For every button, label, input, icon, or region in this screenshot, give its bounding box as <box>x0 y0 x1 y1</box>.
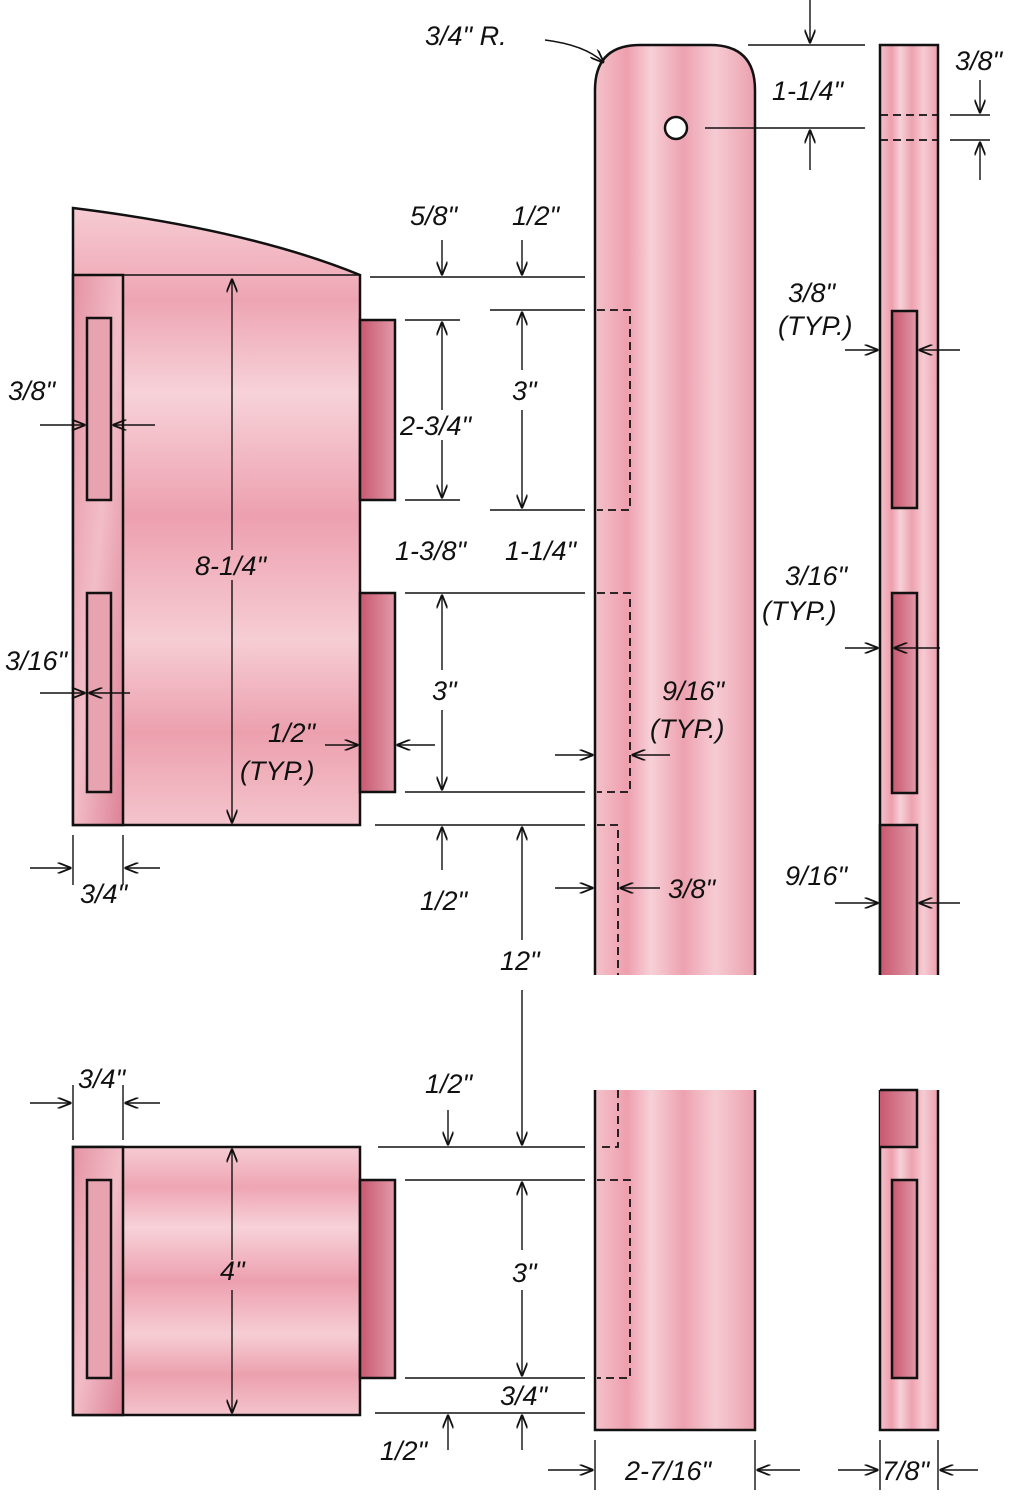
label-top-radius: 3/4" R. <box>425 21 507 51</box>
lower-tenon <box>358 1178 397 1380</box>
label-haunch-gap: 1/2" <box>420 886 469 916</box>
label-typ-3: (TYP.) <box>240 756 315 786</box>
label-mortise-depth: 9/16" <box>662 676 726 706</box>
edge-mortises <box>890 309 919 1380</box>
label-gap-b: 1-1/4" <box>505 536 578 566</box>
label-typ-4: (TYP.) <box>650 714 725 744</box>
lower-rail-mortise <box>85 1178 113 1380</box>
label-typ-1: (TYP.) <box>778 311 853 341</box>
label-bottom-gap: 1/2" <box>380 1436 429 1466</box>
upper-rail <box>71 206 397 827</box>
label-bottom-offset: 3/4" <box>500 1381 549 1411</box>
dimension-lines <box>30 0 990 1490</box>
label-edge-offset: 3/16" <box>785 561 849 591</box>
label-typ-2: (TYP.) <box>762 596 837 626</box>
lower-rail <box>71 1145 397 1417</box>
label-lower-rail-width: 4" <box>220 1256 246 1286</box>
upper-rail-mortise-1 <box>85 316 113 502</box>
edge-haunch-mortises <box>878 823 919 1149</box>
label-edge-haunch: 9/16" <box>785 861 849 891</box>
label-upper-tenon-len: 2-3/4" <box>399 411 473 441</box>
label-tenon-len: 1/2" <box>268 718 317 748</box>
label-gap-a: 1-3/8" <box>395 536 468 566</box>
label-lower-mortise-len: 3" <box>512 1258 538 1288</box>
hole-hidden-lines <box>880 114 938 141</box>
label-hole-from-top: 1-1/4" <box>772 76 845 106</box>
label-left-offset: 3/16" <box>5 646 69 676</box>
label-rail-thickness-top: 3/4" <box>80 879 129 909</box>
label-top-offset-a: 5/8" <box>410 201 459 231</box>
middle-tenon <box>358 591 397 794</box>
extension-lines <box>72 44 990 1490</box>
dimension-labels: 3/4" R. 1-1/4" 3/8" 5/8" 1/2" 3" 2-3/4" 3/8" 8-1… <box>5 21 1004 1486</box>
label-haunch-depth: 3/8" <box>668 874 717 904</box>
hole <box>663 115 689 141</box>
label-spacing: 12" <box>500 946 541 976</box>
hidden-mortise-outlines <box>597 309 631 1379</box>
stile-face <box>593 43 757 1432</box>
label-stile-width: 2-7/16" <box>624 1456 713 1486</box>
label-top-offset-b: 1/2" <box>512 201 561 231</box>
label-lower-gap: 1/2" <box>425 1069 474 1099</box>
label-rail-thickness-bottom: 3/4" <box>78 1064 127 1094</box>
label-edge-mortise-typ: 3/8" <box>788 278 837 308</box>
label-hole-dia-edge: 3/8" <box>955 46 1004 76</box>
stile-edge <box>878 43 940 1432</box>
label-left-mortise-width: 3/8" <box>8 376 57 406</box>
radius-leader <box>544 39 603 62</box>
label-mid-mortise-len: 3" <box>432 676 458 706</box>
label-stile-thickness: 7/8" <box>882 1456 931 1486</box>
label-upper-rail-width: 8-1/4" <box>195 551 268 581</box>
upper-tenon <box>358 318 397 502</box>
label-upper-mortise-len: 3" <box>512 376 538 406</box>
